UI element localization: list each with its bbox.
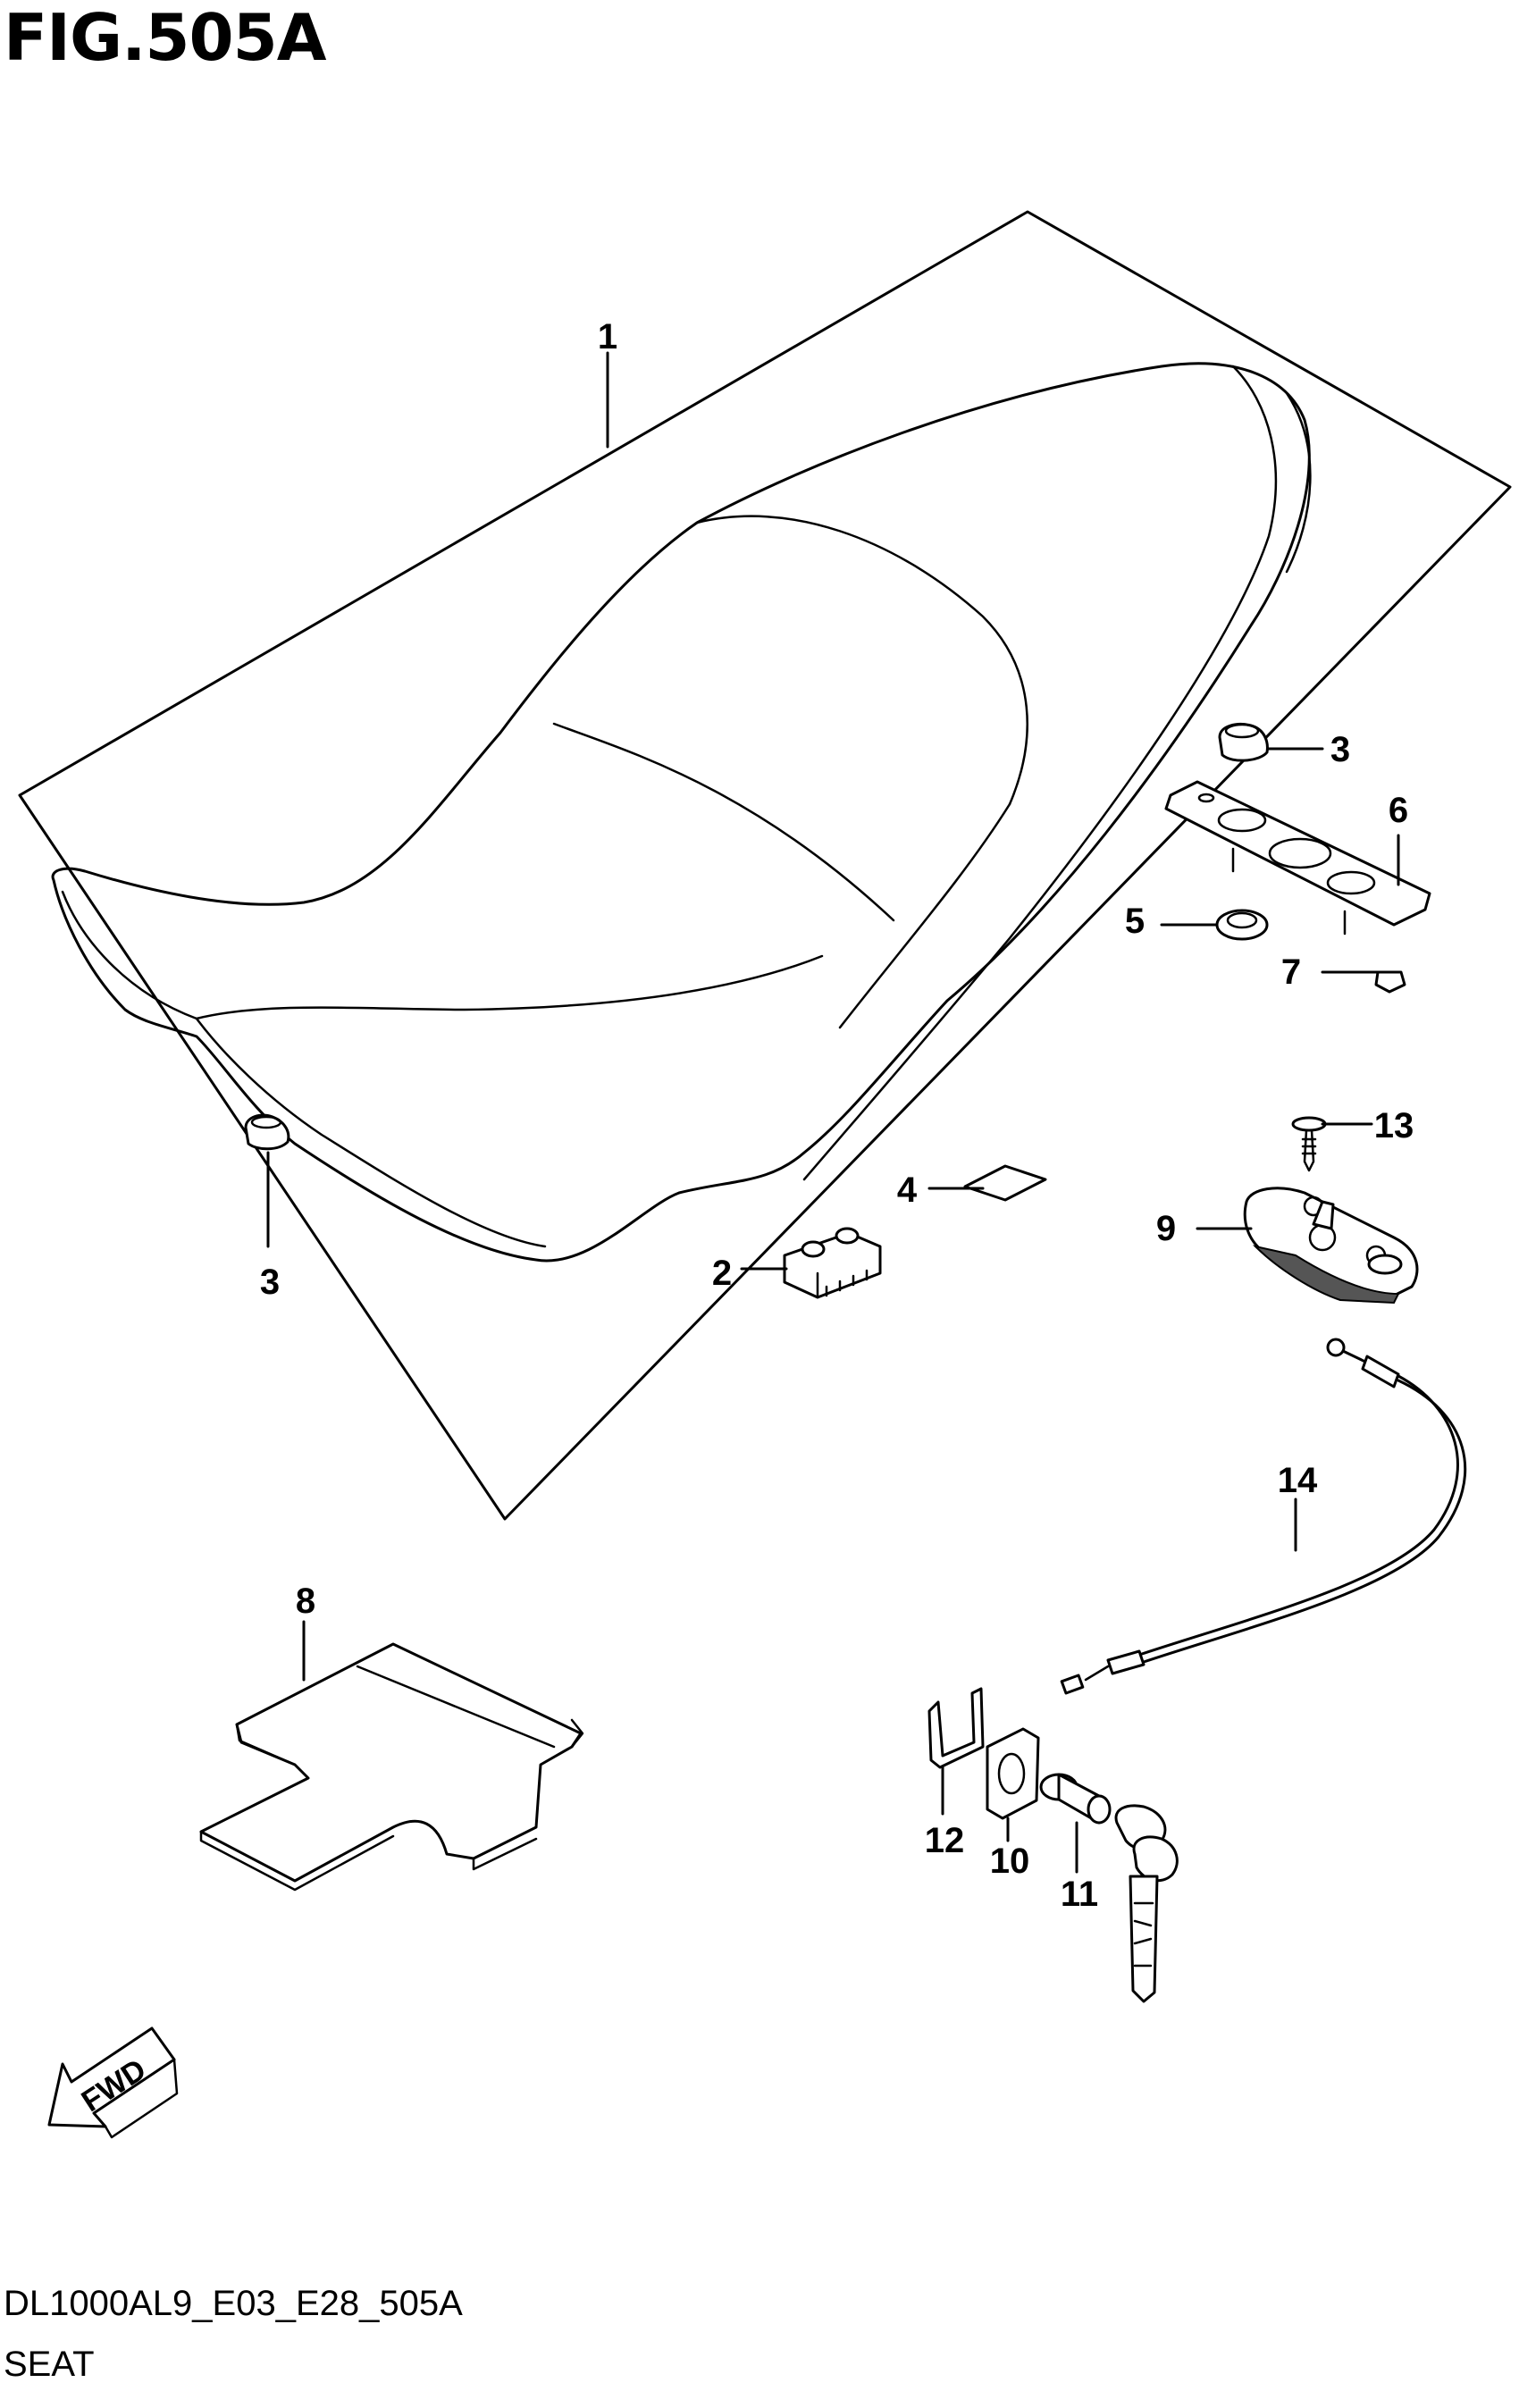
small-nut-part[interactable] (1374, 970, 1406, 994)
figure-title: FIG.505A (4, 0, 326, 75)
callout-10: 10 (990, 1842, 1030, 1881)
label-part[interactable] (963, 1164, 1047, 1202)
callout-2: 2 (712, 1254, 732, 1293)
callout-3-right: 3 (1330, 730, 1350, 769)
leader-lines (266, 351, 1400, 1874)
cable-part[interactable] (1060, 1338, 1467, 1695)
holder-part[interactable] (783, 1227, 882, 1299)
screw-part[interactable] (1291, 1116, 1327, 1172)
figure-code: DL1000AL9_E03_E28_505A (4, 2284, 463, 2323)
callout-8: 8 (296, 1582, 315, 1621)
cover-part[interactable] (199, 1642, 584, 1892)
fwd-arrow-icon: FWD (47, 2026, 179, 2139)
assembly-boundary (18, 210, 1512, 1521)
figure-caption: SEAT (4, 2345, 95, 2384)
latch-part[interactable] (1243, 1187, 1419, 1305)
callout-12: 12 (925, 1821, 965, 1860)
callout-11: 11 (1061, 1875, 1098, 1914)
nut-part[interactable] (1215, 909, 1269, 941)
callout-6: 6 (1389, 791, 1408, 830)
callout-7: 7 (1281, 952, 1301, 992)
callout-1: 1 (598, 317, 617, 357)
lock-part[interactable] (1039, 1773, 1179, 2003)
callout-5: 5 (1125, 902, 1145, 941)
callout-13: 13 (1374, 1106, 1414, 1145)
plate-part[interactable] (986, 1727, 1040, 1820)
callout-3-left: 3 (260, 1263, 280, 1302)
clip-part[interactable] (927, 1687, 985, 1769)
callout-14: 14 (1278, 1461, 1318, 1500)
bracket-part[interactable] (1164, 780, 1431, 936)
cushion-part-upper[interactable] (1218, 723, 1269, 762)
cushion-part-lower[interactable] (244, 1113, 290, 1151)
callout-9: 9 (1156, 1209, 1176, 1248)
seat-part[interactable] (51, 362, 1312, 1263)
callout-4: 4 (897, 1170, 918, 1210)
